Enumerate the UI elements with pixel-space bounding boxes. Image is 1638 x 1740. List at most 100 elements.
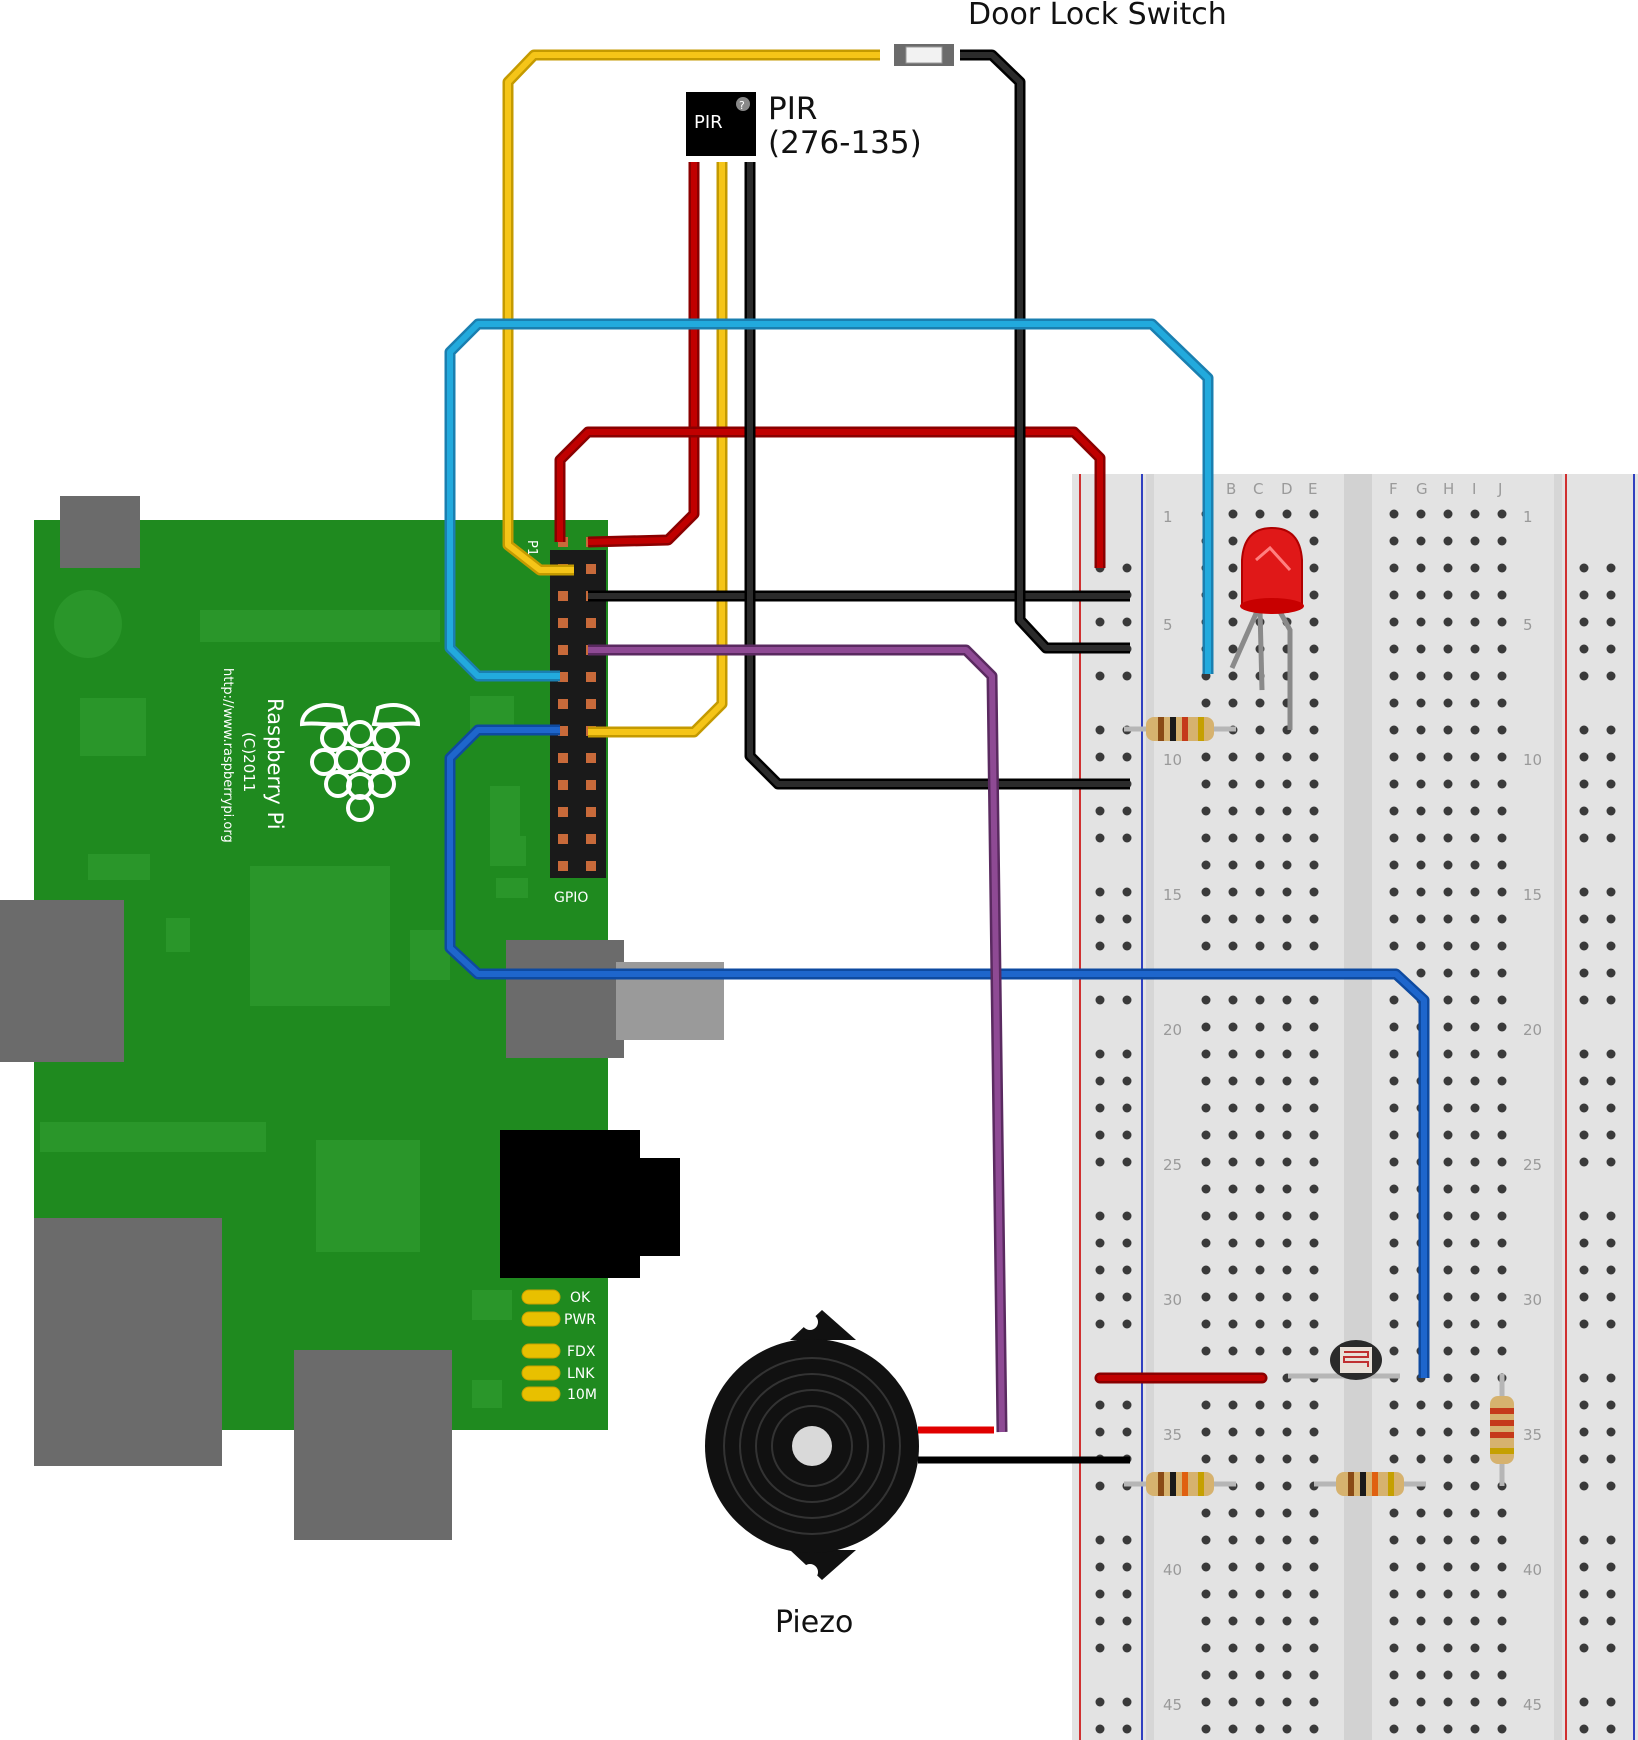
breadboard-hole — [1282, 1184, 1292, 1194]
breadboard-hole — [1201, 1184, 1211, 1194]
breadboard-hole — [1282, 752, 1292, 762]
breadboard-hole — [1255, 1265, 1265, 1275]
breadboard-hole — [1201, 887, 1211, 897]
breadboard-hole — [1497, 617, 1507, 627]
rail-hole — [1579, 1589, 1589, 1599]
breadboard-hole — [1228, 698, 1238, 708]
breadboard-hole — [1470, 563, 1480, 573]
breadboard-hole — [1389, 1238, 1399, 1248]
breadboard-hole — [1416, 914, 1426, 924]
breadboard-hole — [1309, 1076, 1319, 1086]
breadboard-hole — [1470, 806, 1480, 816]
breadboard-hole — [1228, 1454, 1238, 1464]
breadboard-hole — [1470, 1535, 1480, 1545]
row-number: 35 — [1163, 1426, 1182, 1444]
piezo-buzzer: Piezo — [705, 1310, 919, 1640]
gpio-pin — [558, 861, 568, 871]
row-number: 1 — [1163, 508, 1173, 526]
breadboard-hole — [1389, 887, 1399, 897]
breadboard-hole — [1228, 1589, 1238, 1599]
breadboard-hole — [1443, 1373, 1453, 1383]
rail-hole — [1122, 1616, 1132, 1626]
breadboard-hole — [1443, 1670, 1453, 1680]
rail-hole — [1606, 1130, 1616, 1140]
rail-hole — [1095, 617, 1105, 627]
led-label: LNK — [567, 1366, 595, 1382]
led-label: OK — [570, 1290, 591, 1306]
breadboard-hole — [1228, 617, 1238, 627]
breadboard-hole — [1255, 1481, 1265, 1491]
rail-hole — [1579, 1238, 1589, 1248]
breadboard-hole — [1228, 563, 1238, 573]
rail-hole — [1095, 1481, 1105, 1491]
breadboard-hole — [1443, 1562, 1453, 1572]
status-leds: OK PWR FDX LNK 10M — [521, 1289, 597, 1403]
breadboard-hole — [1443, 995, 1453, 1005]
pcb-chip — [496, 878, 528, 898]
row-number: 25 — [1163, 1156, 1182, 1174]
breadboard-hole — [1497, 941, 1507, 951]
breadboard-hole — [1470, 914, 1480, 924]
rail-hole — [1122, 833, 1132, 843]
gpio-pin — [558, 726, 568, 736]
rail-hole — [1095, 1589, 1105, 1599]
breadboard-hole — [1228, 1535, 1238, 1545]
breadboard-hole — [1416, 833, 1426, 843]
breadboard-hole — [1497, 1076, 1507, 1086]
rail-hole — [1579, 752, 1589, 762]
breadboard-hole — [1497, 590, 1507, 600]
breadboard-hole — [1309, 725, 1319, 735]
rail-hole — [1606, 1427, 1616, 1437]
breadboard-hole — [1443, 1616, 1453, 1626]
rail-hole — [1095, 806, 1105, 816]
breadboard-hole — [1497, 1211, 1507, 1221]
breadboard-hole — [1497, 995, 1507, 1005]
rail-hole — [1579, 779, 1589, 789]
breadboard-hole — [1497, 860, 1507, 870]
breadboard-hole — [1470, 1022, 1480, 1032]
pcb-chip — [88, 854, 150, 880]
rail-hole — [1122, 1697, 1132, 1707]
breadboard-hole — [1470, 1427, 1480, 1437]
breadboard-hole — [1389, 1022, 1399, 1032]
breadboard-hole — [1201, 806, 1211, 816]
breadboard-hole — [1255, 1508, 1265, 1518]
pcb-chip — [496, 836, 526, 866]
breadboard-hole — [1389, 1535, 1399, 1545]
breadboard-hole — [1416, 1400, 1426, 1410]
help-icon — [736, 97, 750, 111]
breadboard-hole — [1497, 1535, 1507, 1545]
breadboard-hole — [1443, 1211, 1453, 1221]
breadboard-hole — [1443, 590, 1453, 600]
breadboard-hole — [1470, 995, 1480, 1005]
breadboard-hole — [1282, 887, 1292, 897]
breadboard-hole — [1389, 1562, 1399, 1572]
row-number: 45 — [1163, 1696, 1182, 1714]
breadboard-hole — [1228, 1103, 1238, 1113]
breadboard-hole — [1255, 1670, 1265, 1680]
breadboard-hole — [1497, 1697, 1507, 1707]
breadboard-hole — [1201, 995, 1211, 1005]
breadboard-hole — [1201, 1211, 1211, 1221]
gpio-pin — [558, 672, 568, 682]
breadboard-hole — [1309, 752, 1319, 762]
breadboard-hole — [1416, 1616, 1426, 1626]
rail-hole — [1606, 1562, 1616, 1572]
column-letter: D — [1281, 480, 1293, 498]
breadboard-hole — [1255, 725, 1265, 735]
breadboard-hole — [1416, 1454, 1426, 1464]
breadboard-hole — [1389, 779, 1399, 789]
breadboard-hole — [1470, 1103, 1480, 1113]
breadboard-hole — [1309, 590, 1319, 600]
pcb-chip — [316, 1140, 420, 1252]
breadboard-hole — [1497, 1022, 1507, 1032]
breadboard-hole — [1309, 914, 1319, 924]
rail-hole — [1095, 887, 1105, 897]
rail-hole — [1579, 1643, 1589, 1653]
gpio-header — [550, 550, 606, 878]
breadboard-hole — [1309, 1265, 1319, 1275]
breadboard-hole — [1497, 563, 1507, 573]
rail-hole — [1606, 617, 1616, 627]
rail-hole — [1606, 806, 1616, 816]
